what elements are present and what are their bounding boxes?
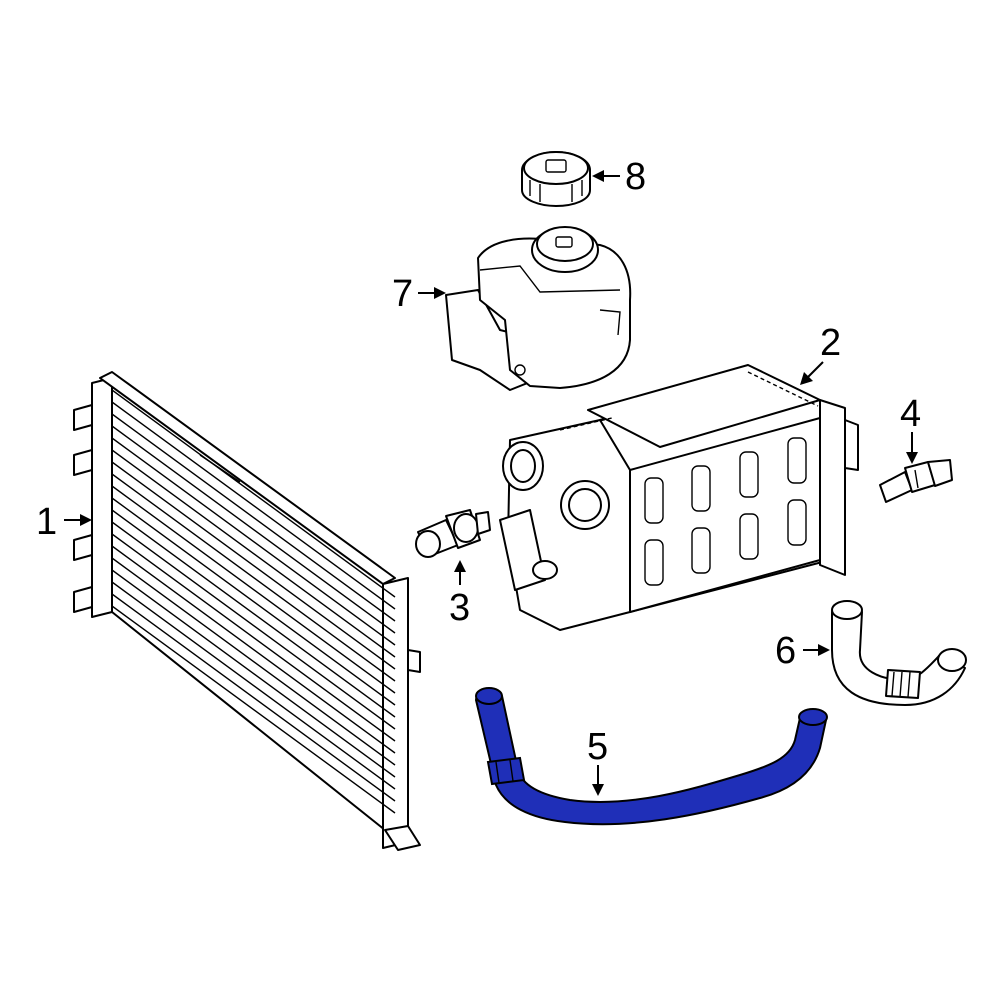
callout-2: 2 xyxy=(820,322,841,364)
coolant-hose-part[interactable] xyxy=(831,600,967,706)
callout-1: 1 xyxy=(36,501,57,543)
callout-5: 5 xyxy=(587,726,608,768)
callout-7: 7 xyxy=(392,273,413,315)
coolant-reservoir-part[interactable] xyxy=(445,226,632,391)
callout-labels: 1 2 3 4 5 6 7 8 xyxy=(36,156,921,768)
callout-3: 3 xyxy=(449,587,470,629)
leader-lines xyxy=(64,170,918,796)
callout-4: 4 xyxy=(900,393,921,435)
callout-8: 8 xyxy=(625,156,646,198)
highlighted-hose-part[interactable] xyxy=(475,687,828,826)
intercooler-part[interactable] xyxy=(499,364,859,631)
reservoir-cap-part[interactable] xyxy=(521,151,591,207)
sensor-part[interactable] xyxy=(415,509,491,558)
callout-6: 6 xyxy=(775,630,796,672)
radiator-part[interactable] xyxy=(73,371,421,851)
temperature-sensor-part[interactable] xyxy=(879,459,953,503)
